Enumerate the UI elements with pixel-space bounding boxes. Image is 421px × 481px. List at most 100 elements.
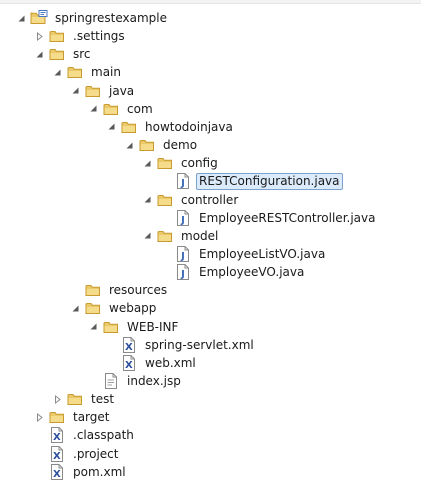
tree-item[interactable]: J EmployeeListVO.java (156, 245, 328, 263)
tree-item-label: src (73, 47, 91, 62)
twisty-spacer (30, 463, 48, 481)
tree-item[interactable]: target (30, 408, 113, 426)
svg-text:X: X (53, 451, 61, 462)
tree-item-label: java (109, 83, 135, 98)
java-file-icon: J (174, 263, 192, 281)
collapse-arrow-icon[interactable] (138, 191, 156, 209)
tree-item[interactable]: WEB-INF (84, 318, 181, 336)
tree-item[interactable]: X spring-servlet.xml (102, 336, 257, 354)
twisty-spacer (66, 281, 84, 299)
folder-icon (66, 63, 84, 81)
tree-item-label: .classpath (73, 428, 134, 443)
expand-arrow-icon[interactable] (30, 27, 48, 45)
tree-item[interactable]: config (138, 154, 221, 172)
tree-item-label: controller (181, 192, 239, 207)
folder-icon (138, 136, 156, 154)
collapse-arrow-icon[interactable] (12, 9, 30, 27)
folder-icon (48, 45, 66, 63)
tree-item-label: EmployeeRESTController.java (199, 210, 376, 225)
svg-text:X: X (125, 360, 133, 371)
folder-icon (84, 82, 102, 100)
tree-item[interactable]: X .classpath (30, 426, 137, 444)
tree-item[interactable]: resources (66, 281, 170, 299)
collapse-arrow-icon[interactable] (66, 82, 84, 100)
tree-item-label: resources (109, 283, 168, 298)
twisty-spacer (156, 245, 174, 263)
tree-item-label: test (91, 392, 115, 407)
collapse-arrow-icon[interactable] (138, 154, 156, 172)
tree-item-label: target (73, 410, 110, 425)
tree-item[interactable]: test (48, 390, 117, 408)
xml-file-icon: X (48, 445, 66, 463)
twisty-spacer (156, 263, 174, 281)
tree-item-label: howtodoinjava (145, 119, 233, 134)
xml-file-icon: X (48, 463, 66, 481)
twisty-spacer (102, 354, 120, 372)
svg-text:X: X (53, 432, 61, 443)
svg-text:J: J (180, 269, 185, 280)
folder-icon (156, 191, 174, 209)
tree-item-label: main (91, 65, 121, 80)
folder-icon (120, 118, 138, 136)
tree-item[interactable]: src (30, 45, 94, 63)
tree-item[interactable]: index.jsp (84, 372, 184, 390)
tree-item[interactable]: main (48, 63, 124, 81)
folder-icon (66, 390, 84, 408)
twisty-spacer (30, 426, 48, 444)
project-icon (30, 9, 48, 27)
tree-item[interactable]: java (66, 82, 137, 100)
collapse-arrow-icon[interactable] (30, 45, 48, 63)
collapse-arrow-icon[interactable] (138, 227, 156, 245)
tree-item[interactable]: model (138, 227, 221, 245)
tree-item-label: config (181, 156, 218, 171)
tree-item-label: pom.xml (73, 464, 126, 479)
tree-item[interactable]: X pom.xml (30, 463, 129, 481)
twisty-spacer (84, 372, 102, 390)
folder-icon (156, 154, 174, 172)
xml-file-icon: X (120, 336, 138, 354)
tree-item-label: com (127, 101, 153, 116)
folder-icon (84, 299, 102, 317)
tree-item-label: springrestexample (55, 11, 168, 25)
tree-item[interactable]: webapp (66, 299, 159, 317)
tree-item[interactable]: J EmployeeRESTController.java (156, 209, 378, 227)
folder-icon (102, 318, 120, 336)
tree-item-label: demo (163, 138, 198, 152)
tree-item-label: EmployeeListVO.java (199, 246, 326, 261)
folder-icon (102, 100, 120, 118)
tree-item[interactable]: .settings (30, 27, 128, 45)
tree-item[interactable]: controller (138, 191, 241, 209)
clipped-row-above (0, 0, 421, 4)
jsp-file-icon (102, 372, 120, 390)
tree-item[interactable]: J RESTConfiguration.java (156, 172, 343, 190)
tree-item-label: spring-servlet.xml (145, 337, 254, 352)
collapse-arrow-icon[interactable] (84, 100, 102, 118)
java-file-icon: J (174, 172, 192, 190)
collapse-arrow-icon[interactable] (120, 136, 138, 154)
folder-icon (156, 227, 174, 245)
svg-text:J: J (180, 215, 185, 226)
expand-arrow-icon[interactable] (48, 390, 66, 408)
tree-item-label: RESTConfiguration.java (196, 172, 343, 190)
collapse-arrow-icon[interactable] (48, 63, 66, 81)
twisty-spacer (156, 209, 174, 227)
java-file-icon: J (174, 245, 192, 263)
tree-item-label: index.jsp (127, 374, 181, 388)
collapse-arrow-icon[interactable] (66, 299, 84, 317)
tree-item[interactable]: demo (120, 136, 200, 154)
tree-item-label: EmployeeVO.java (199, 265, 305, 280)
collapse-arrow-icon[interactable] (102, 118, 120, 136)
tree-item-label: web.xml (145, 355, 196, 370)
svg-text:X: X (125, 342, 133, 353)
folder-icon (48, 408, 66, 426)
tree-item[interactable]: X web.xml (102, 354, 199, 372)
tree-item[interactable]: J EmployeeVO.java (156, 263, 307, 281)
svg-text:X: X (53, 469, 61, 480)
tree-item[interactable]: springrestexample (12, 9, 170, 27)
collapse-arrow-icon[interactable] (84, 318, 102, 336)
tree-item[interactable]: X .project (30, 445, 121, 463)
tree-item[interactable]: howtodoinjava (102, 118, 236, 136)
tree-item[interactable]: com (84, 100, 156, 118)
tree-item-label: .settings (73, 29, 125, 44)
expand-arrow-icon[interactable] (30, 408, 48, 426)
